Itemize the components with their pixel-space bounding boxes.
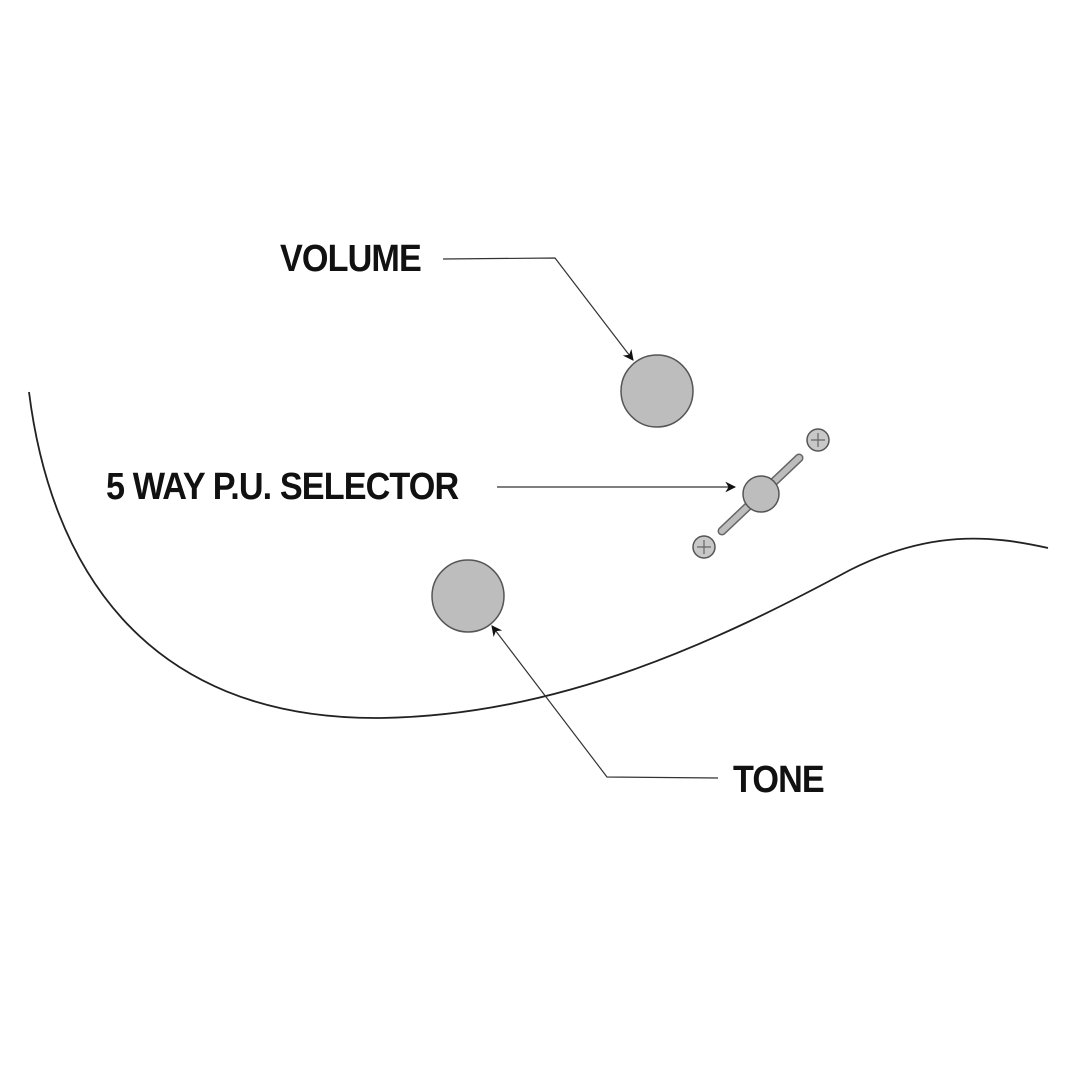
volume-leader-line xyxy=(442,257,634,361)
body-outline xyxy=(28,391,1049,719)
tone-leader-line xyxy=(491,625,719,779)
volume-knob xyxy=(620,354,694,428)
screw-icon xyxy=(692,535,716,559)
selector-label: 5 WAY P.U. SELECTOR xyxy=(106,466,459,508)
volume-label: VOLUME xyxy=(280,238,422,280)
tone-knob xyxy=(431,559,505,633)
pickup-selector-switch xyxy=(692,428,830,559)
screw-icon xyxy=(806,428,830,452)
tone-label: TONE xyxy=(733,759,825,801)
